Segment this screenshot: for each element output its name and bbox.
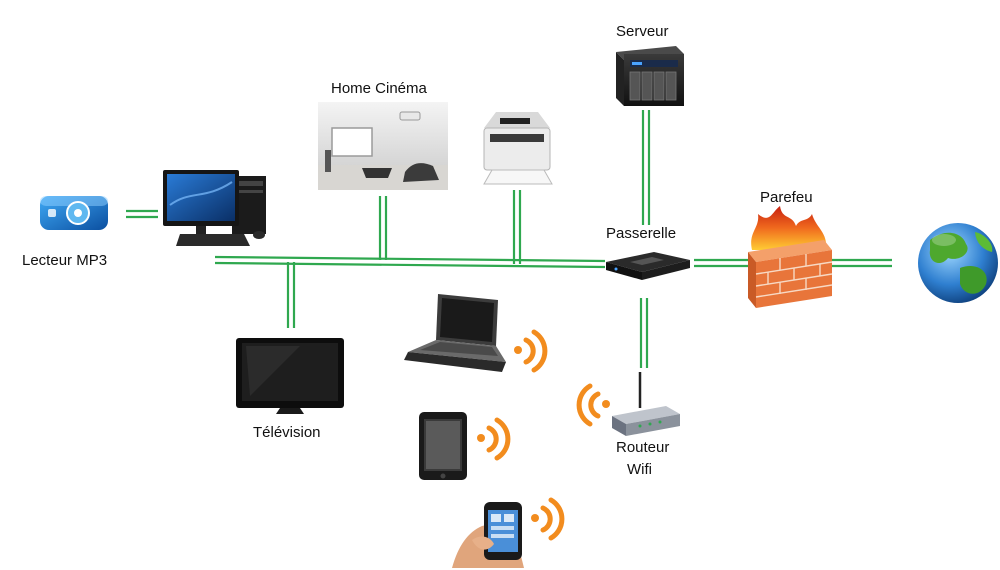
globe-icon (918, 223, 998, 303)
router-label-line1: Routeur (616, 439, 669, 456)
home-cinema-photo (318, 102, 448, 190)
wifi-signal-icon (477, 329, 610, 541)
firewall-icon (748, 206, 833, 308)
network-links (126, 110, 892, 368)
link-mp3-computer (126, 209, 158, 219)
wifi-signal-laptop (514, 329, 548, 373)
link-gateway-firewall (694, 258, 748, 268)
firewall-label: Parefeu (760, 189, 813, 206)
smartphone-icon (452, 502, 524, 568)
home-cinema-label: Home Cinéma (331, 80, 428, 97)
link-home-cinema (378, 196, 388, 260)
link-server-gateway (641, 110, 651, 225)
wifi-signal-router (576, 383, 610, 427)
tablet-icon (419, 412, 467, 480)
link-gateway-router (639, 298, 649, 368)
server-icon (616, 46, 684, 106)
mp3-label: Lecteur MP3 (22, 252, 107, 269)
printer-icon (483, 112, 553, 185)
laptop-icon (404, 294, 506, 372)
link-main-bus (214, 255, 606, 269)
link-firewall-internet (832, 258, 892, 268)
tv-label: Télévision (253, 424, 321, 441)
link-printer (512, 190, 522, 264)
gateway-icon (606, 252, 690, 280)
gateway-label: Passerelle (606, 225, 676, 242)
television-icon (236, 338, 344, 414)
wifi-signal-phone (531, 497, 565, 541)
server-label: Serveur (616, 23, 669, 40)
wifi-router-icon (612, 372, 680, 436)
desktop-computer-icon (163, 170, 266, 246)
wifi-signal-tablet (477, 417, 511, 461)
mp3-player-icon (40, 196, 108, 230)
router-label-line2: Wifi (627, 461, 652, 478)
link-tv (286, 262, 296, 328)
